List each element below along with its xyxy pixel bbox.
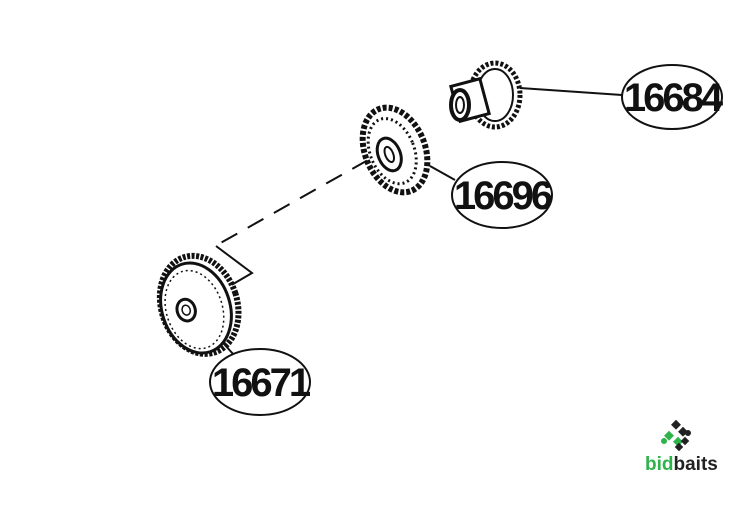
part-number-label: 16684: [624, 76, 724, 120]
leader-line-16684: [519, 87, 623, 96]
leader-line-16671: [223, 343, 235, 356]
bidbaits-logo: bidbaits: [645, 419, 718, 475]
pinion-gear-16684: [449, 60, 523, 130]
leader-line-16696: [429, 165, 456, 181]
part-number-label: 16696: [454, 174, 552, 218]
assembly-axis-line: [215, 159, 369, 288]
bevel-gear-16696: [359, 104, 431, 196]
main-gear-16671: [156, 252, 242, 357]
part-callout-16696[interactable]: 16696: [451, 161, 555, 229]
part-number-label: 16671: [212, 361, 311, 405]
logo-wordmark: bidbaits: [645, 454, 718, 475]
part-callout-16684[interactable]: 16684: [621, 64, 727, 130]
logo-mark-icon: [661, 419, 691, 452]
part-callout-16671[interactable]: 16671: [209, 348, 314, 416]
